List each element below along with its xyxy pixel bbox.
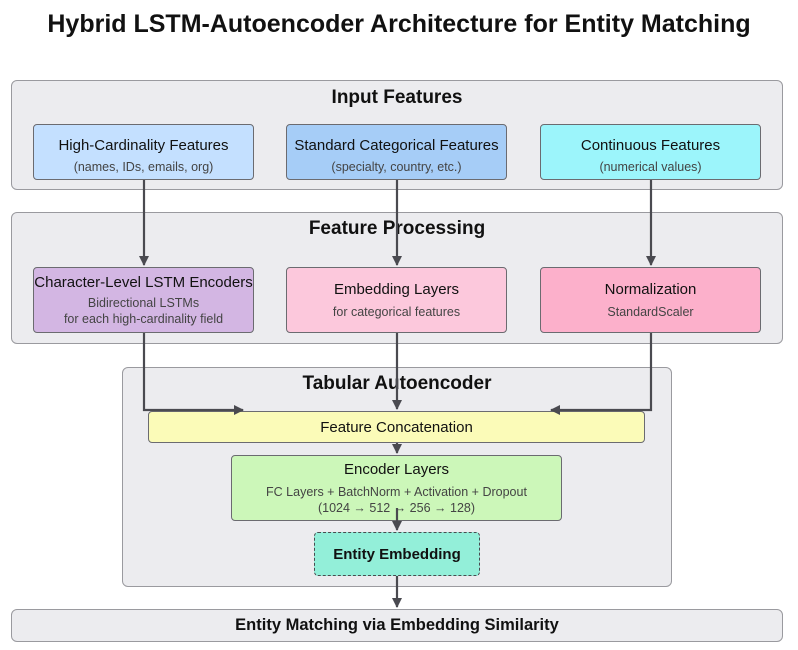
node-sublabel: FC Layers + BatchNorm + Activation + Dro… (266, 484, 527, 499)
entity-matching-output: Entity Matching via Embedding Similarity (11, 609, 783, 642)
normalization-node: Normalization StandardScaler (540, 267, 761, 333)
encoder-layers-node: Encoder Layers FC Layers + BatchNorm + A… (231, 455, 562, 521)
continuous-features-node: Continuous Features (numerical values) (540, 124, 761, 180)
node-sublabel: for categorical features (332, 304, 461, 319)
embedding-layers-node: Embedding Layers for categorical feature… (286, 267, 507, 333)
character-lstm-encoders-node: Character-Level LSTM Encoders Bidirectio… (33, 267, 254, 333)
node-label: Entity Embedding (333, 545, 461, 563)
high-cardinality-features-node: High-Cardinality Features (names, IDs, e… (33, 124, 254, 180)
node-label: Normalization (604, 280, 697, 298)
node-label: Encoder Layers (343, 460, 450, 478)
tabular-autoencoder-title: Tabular Autoencoder (302, 373, 492, 394)
entity-matching-label: Entity Matching via Embedding Similarity (235, 616, 559, 634)
node-label: Embedding Layers (333, 280, 460, 298)
node-sublabel: (specialty, country, etc.) (331, 160, 462, 174)
node-label: High-Cardinality Features (58, 137, 229, 154)
feature-processing-title: Feature Processing (308, 218, 486, 239)
standard-categorical-features-node: Standard Categorical Features (specialty… (286, 124, 507, 180)
node-sublabel: (numerical values) (599, 160, 702, 174)
node-label: Feature Concatenation (320, 418, 473, 436)
node-sublabel-2: (1024 → 512 → 256 → 128) (317, 500, 476, 515)
node-label: Character-Level LSTM Encoders (34, 273, 253, 291)
feature-concatenation-node: Feature Concatenation (148, 411, 645, 443)
page-title: Hybrid LSTM-Autoencoder Architecture for… (47, 10, 751, 38)
node-sublabel: (names, IDs, emails, org) (73, 160, 214, 174)
node-sublabel: StandardScaler (607, 304, 694, 319)
node-label: Standard Categorical Features (294, 137, 499, 154)
entity-embedding-node: Entity Embedding (314, 532, 480, 576)
node-sublabel-2: for each high-cardinality field (63, 311, 224, 326)
node-label: Continuous Features (580, 137, 721, 154)
node-sublabel: Bidirectional LSTMs (87, 295, 200, 310)
input-features-title: Input Features (331, 87, 463, 108)
